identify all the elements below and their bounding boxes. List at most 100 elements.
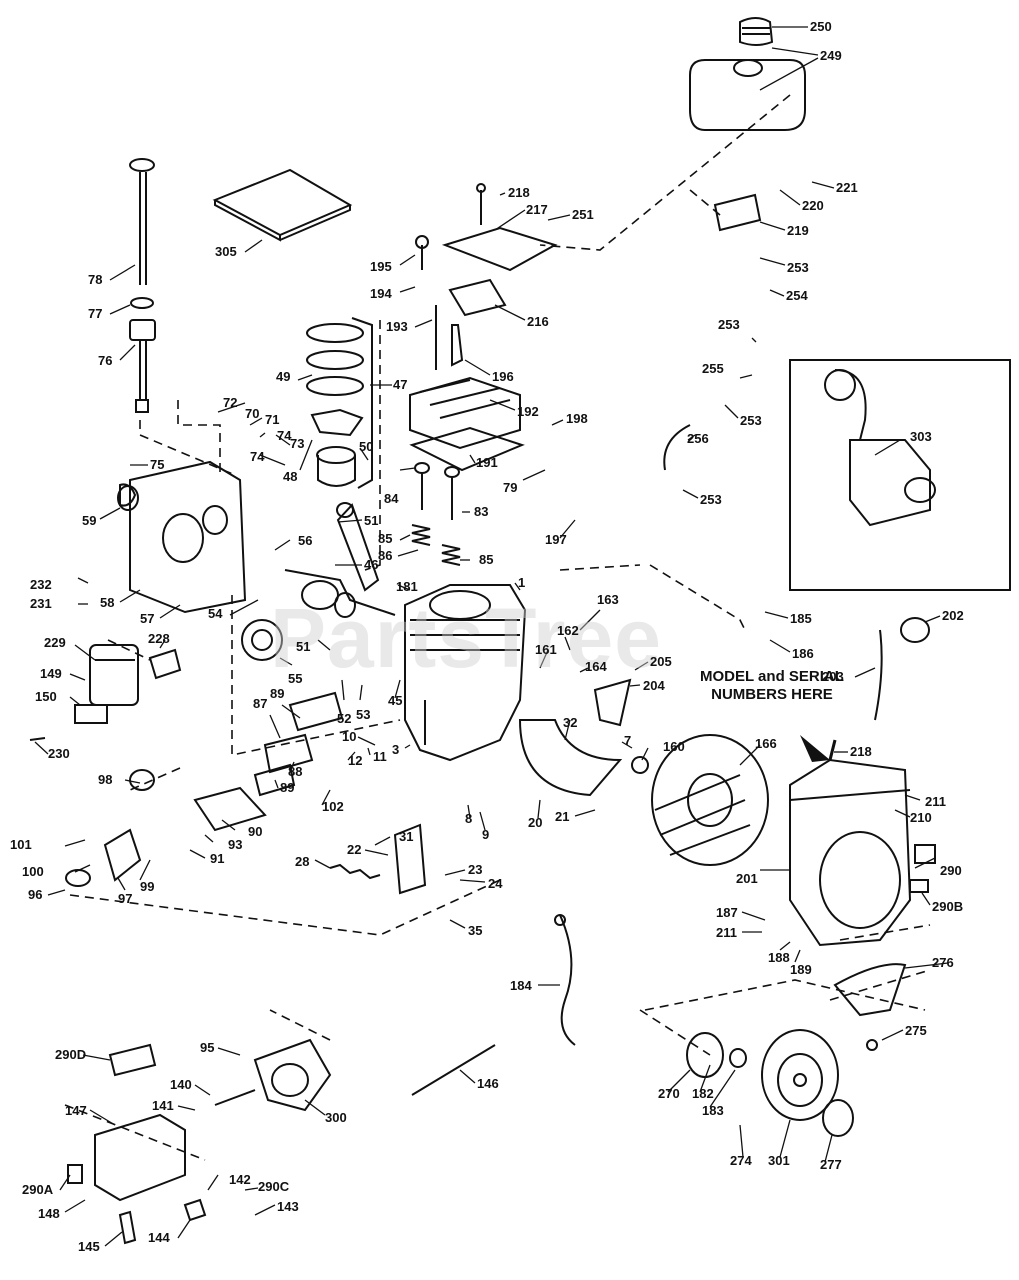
- part-label[interactable]: 93: [228, 837, 243, 852]
- part-label[interactable]: 216: [527, 314, 549, 329]
- part-label[interactable]: 90: [248, 824, 263, 839]
- part-label[interactable]: 195: [370, 259, 392, 274]
- part-label[interactable]: 95: [200, 1040, 215, 1055]
- part-label[interactable]: 142: [229, 1172, 251, 1187]
- part-label[interactable]: 147: [65, 1103, 87, 1118]
- part-label[interactable]: 58: [100, 595, 115, 610]
- part-label[interactable]: 189: [790, 962, 812, 977]
- part-label[interactable]: 300: [325, 1110, 347, 1125]
- part-label[interactable]: 72: [223, 395, 238, 410]
- part-label[interactable]: 162: [557, 623, 579, 638]
- part-label[interactable]: 164: [585, 659, 607, 674]
- part-label[interactable]: 221: [836, 180, 858, 195]
- part-label[interactable]: 161: [535, 642, 557, 657]
- part-label[interactable]: 88: [288, 764, 303, 779]
- part-label[interactable]: 275: [905, 1023, 927, 1038]
- part-label[interactable]: 59: [82, 513, 97, 528]
- part-label[interactable]: 47: [393, 377, 408, 392]
- part-label[interactable]: 276: [932, 955, 954, 970]
- part-label[interactable]: 184: [510, 978, 532, 993]
- part-label[interactable]: 78: [88, 272, 103, 287]
- part-label[interactable]: 140: [170, 1077, 192, 1092]
- part-label[interactable]: 160: [663, 739, 685, 754]
- part-label[interactable]: 144: [148, 1230, 170, 1245]
- part-label[interactable]: 277: [820, 1157, 842, 1172]
- part-label[interactable]: 98: [98, 772, 113, 787]
- part-label[interactable]: 11: [373, 749, 387, 764]
- part-label[interactable]: 218: [850, 744, 872, 759]
- part-label[interactable]: 181: [396, 579, 418, 594]
- part-label[interactable]: 186: [792, 646, 814, 661]
- part-label[interactable]: 305: [215, 244, 237, 259]
- part-label[interactable]: 254: [786, 288, 808, 303]
- part-label[interactable]: 56: [298, 533, 313, 548]
- part-label[interactable]: 102: [322, 799, 344, 814]
- part-label[interactable]: 185: [790, 611, 812, 626]
- part-label[interactable]: 203: [822, 669, 844, 684]
- part-label[interactable]: 191: [476, 455, 498, 470]
- part-label[interactable]: 31: [399, 829, 414, 844]
- part-label[interactable]: 196: [492, 369, 514, 384]
- part-label[interactable]: 194: [370, 286, 392, 301]
- part-label[interactable]: 83: [474, 504, 489, 519]
- part-label[interactable]: 211: [925, 794, 946, 809]
- part-label[interactable]: 218: [508, 185, 530, 200]
- part-label[interactable]: 183: [702, 1103, 724, 1118]
- part-label[interactable]: 7: [624, 733, 632, 748]
- part-label[interactable]: 85: [378, 531, 393, 546]
- part-label[interactable]: 210: [910, 810, 932, 825]
- part-label[interactable]: 219: [787, 223, 809, 238]
- part-label[interactable]: 220: [802, 198, 824, 213]
- part-label[interactable]: 256: [687, 431, 709, 446]
- part-label[interactable]: 270: [658, 1086, 680, 1101]
- part-label[interactable]: 145: [78, 1239, 100, 1254]
- part-label[interactable]: 49: [276, 369, 291, 384]
- part-label[interactable]: 251: [572, 207, 594, 222]
- part-label[interactable]: 188: [768, 950, 790, 965]
- part-label[interactable]: 85: [479, 552, 494, 567]
- part-label[interactable]: 228: [148, 631, 170, 646]
- part-label[interactable]: 35: [468, 923, 483, 938]
- part-label[interactable]: 230: [48, 746, 70, 761]
- part-label[interactable]: 51: [364, 513, 379, 528]
- part-label[interactable]: 76: [98, 353, 113, 368]
- part-label[interactable]: 24: [488, 876, 503, 891]
- part-label[interactable]: 45: [388, 693, 403, 708]
- part-label[interactable]: 50: [359, 439, 374, 454]
- part-label[interactable]: 10: [342, 729, 357, 744]
- part-label[interactable]: 205: [650, 654, 672, 669]
- part-label[interactable]: 182: [692, 1086, 714, 1101]
- part-label[interactable]: 70: [245, 406, 260, 421]
- part-label[interactable]: 46: [364, 557, 379, 572]
- part-label[interactable]: 1: [518, 575, 526, 590]
- part-label[interactable]: 249: [820, 48, 842, 63]
- part-label[interactable]: 48: [283, 469, 298, 484]
- part-label[interactable]: 290B: [932, 899, 964, 914]
- part-label[interactable]: 75: [150, 457, 165, 472]
- part-label[interactable]: 51: [296, 639, 311, 654]
- part-label[interactable]: 28: [295, 854, 310, 869]
- part-label[interactable]: 8: [465, 811, 473, 826]
- part-label[interactable]: 9: [482, 827, 490, 842]
- part-label[interactable]: 290D: [55, 1047, 87, 1062]
- part-label[interactable]: 192: [517, 404, 539, 419]
- part-label[interactable]: 141: [152, 1098, 174, 1113]
- part-label[interactable]: 148: [38, 1206, 60, 1221]
- part-label[interactable]: 202: [942, 608, 964, 623]
- part-label[interactable]: 53: [356, 707, 371, 722]
- part-label[interactable]: 253: [718, 317, 740, 332]
- part-label[interactable]: 12: [348, 753, 363, 768]
- part-label[interactable]: 57: [140, 611, 155, 626]
- part-label[interactable]: 32: [563, 715, 578, 730]
- part-label[interactable]: 74: [277, 428, 292, 443]
- part-label[interactable]: 290: [940, 863, 962, 878]
- part-label[interactable]: 211: [716, 925, 737, 940]
- part-label[interactable]: 231: [30, 596, 52, 611]
- part-label[interactable]: 20: [528, 815, 543, 830]
- part-label[interactable]: 97: [118, 891, 133, 906]
- part-label[interactable]: 232: [30, 577, 52, 592]
- part-label[interactable]: 146: [477, 1076, 499, 1091]
- part-label[interactable]: 253: [787, 260, 809, 275]
- part-label[interactable]: 22: [347, 842, 362, 857]
- part-label[interactable]: 290C: [258, 1179, 290, 1194]
